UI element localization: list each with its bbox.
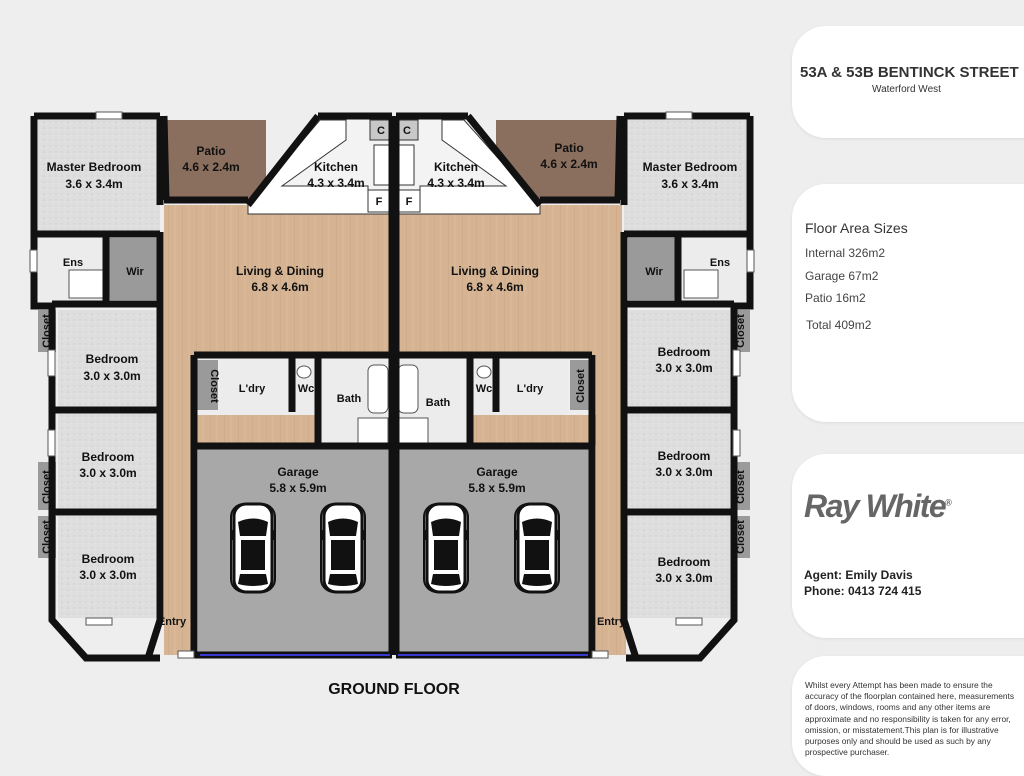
patio-right-name: Patio bbox=[554, 141, 583, 155]
address-title: 53A & 53B BENTINCK STREET bbox=[800, 64, 1019, 81]
wir-right-name: Wir bbox=[645, 266, 663, 278]
ens-left-name: Ens bbox=[63, 257, 83, 269]
bedroom-3-right-floor bbox=[628, 516, 730, 618]
bedroom-2-right-size: 3.0 x 3.0m bbox=[655, 465, 712, 479]
bath-left-name: Bath bbox=[337, 393, 362, 405]
ens-right-name: Ens bbox=[710, 257, 730, 269]
closet-label: Closet bbox=[41, 470, 53, 504]
entry-left-name: Entry bbox=[158, 616, 187, 628]
closet-label: Closet bbox=[41, 314, 53, 348]
bedroom-1-right-size: 3.0 x 3.0m bbox=[655, 361, 712, 375]
fridge-mark-right: F bbox=[406, 196, 413, 208]
bedroom-3-right-size: 3.0 x 3.0m bbox=[655, 571, 712, 585]
bedroom-3-right-name: Bedroom bbox=[658, 555, 711, 569]
patio-left-size: 4.6 x 2.4m bbox=[182, 160, 239, 174]
bedroom-1-right-name: Bedroom bbox=[658, 345, 711, 359]
floor-plan: Master Bedroom 3.6 x 3.4m Patio 4.6 x 2.… bbox=[29, 111, 755, 662]
garage-left-size: 5.8 x 5.9m bbox=[269, 481, 326, 495]
wc-right-name: Wc bbox=[476, 383, 493, 395]
laundry-right-name: L'dry bbox=[517, 383, 544, 395]
registered-mark: ® bbox=[945, 497, 952, 508]
living-left-floor bbox=[164, 205, 392, 355]
patio-left-name: Patio bbox=[196, 144, 225, 158]
bedroom-1-left-name: Bedroom bbox=[86, 352, 139, 366]
agency-card: Ray White® Agent: Emily Davis Phone: 041… bbox=[792, 454, 1024, 638]
garage-right-size: 5.8 x 5.9m bbox=[468, 481, 525, 495]
living-left-size: 6.8 x 4.6m bbox=[251, 280, 308, 294]
bedroom-3-left-name: Bedroom bbox=[82, 552, 135, 566]
laundry-left-floor bbox=[220, 360, 292, 415]
suburb: Waterford West bbox=[872, 84, 941, 95]
agent-details: Agent: Emily Davis Phone: 0413 724 415 bbox=[804, 567, 921, 599]
bedroom-2-right-floor bbox=[628, 414, 730, 510]
bedroom-3-left-size: 3.0 x 3.0m bbox=[79, 568, 136, 582]
kitchen-right-name: Kitchen bbox=[434, 160, 478, 174]
kitchen-left-name: Kitchen bbox=[314, 160, 358, 174]
fridge-mark-left: F bbox=[376, 196, 383, 208]
car-icon bbox=[422, 502, 470, 594]
garage-area: Garage 67m2 bbox=[805, 269, 879, 283]
bedroom-1-right-floor bbox=[628, 310, 730, 408]
floor-area-heading: Floor Area Sizes bbox=[805, 220, 908, 236]
cupboard-mark-left: C bbox=[377, 125, 385, 137]
car-icon bbox=[229, 502, 277, 594]
laundry-left-name: L'dry bbox=[239, 383, 266, 395]
patio-left-floor bbox=[166, 120, 266, 200]
car-icon bbox=[513, 502, 561, 594]
bedroom-1-left-floor bbox=[58, 310, 160, 408]
bedroom-2-left-size: 3.0 x 3.0m bbox=[79, 466, 136, 480]
bedroom-1-left-size: 3.0 x 3.0m bbox=[83, 369, 140, 383]
internal-area: Internal 326m2 bbox=[805, 246, 886, 260]
closet-label: Closet bbox=[41, 520, 53, 554]
kitchen-right-size: 4.3 x 3.4m bbox=[427, 176, 484, 190]
master-bedroom-right-name: Master Bedroom bbox=[643, 160, 738, 174]
bedroom-3-left-floor bbox=[58, 516, 160, 618]
bedroom-2-left-name: Bedroom bbox=[82, 450, 135, 464]
closet-label: Closet bbox=[208, 369, 220, 403]
patio-right-size: 4.6 x 2.4m bbox=[540, 157, 597, 171]
master-bedroom-right-size: 3.6 x 3.4m bbox=[661, 177, 718, 191]
closet-label: Closet bbox=[735, 470, 747, 504]
wir-left-name: Wir bbox=[126, 266, 144, 278]
closet-label: Closet bbox=[575, 369, 587, 403]
disclaimer-card: Whilst every Attempt has been made to en… bbox=[792, 656, 1024, 776]
ray-white-logo: Ray White® bbox=[804, 488, 952, 525]
agent-phone: Phone: 0413 724 415 bbox=[804, 584, 922, 598]
cupboard-mark-right: C bbox=[403, 125, 411, 137]
bath-right-name: Bath bbox=[426, 397, 451, 409]
master-bedroom-left-name: Master Bedroom bbox=[47, 160, 142, 174]
garage-right-name: Garage bbox=[476, 465, 518, 479]
bedroom-2-right-name: Bedroom bbox=[658, 449, 711, 463]
wir-right-floor bbox=[628, 238, 678, 300]
wc-left-name: Wc bbox=[298, 383, 315, 395]
garage-left-name: Garage bbox=[277, 465, 319, 479]
car-icon bbox=[319, 502, 367, 594]
laundry-right-floor bbox=[500, 360, 568, 415]
entry-right-name: Entry bbox=[597, 616, 626, 628]
master-bedroom-left-size: 3.6 x 3.4m bbox=[65, 177, 122, 191]
floor-area-card: Floor Area Sizes Internal 326m2 Garage 6… bbox=[792, 184, 1024, 422]
living-right-size: 6.8 x 4.6m bbox=[466, 280, 523, 294]
master-bedroom-right-floor bbox=[624, 120, 746, 232]
total-area: Total 409m2 bbox=[806, 318, 872, 332]
closet-label: Closet bbox=[735, 520, 747, 554]
brand-name: Ray White bbox=[804, 488, 947, 524]
wir-left-floor bbox=[108, 238, 160, 300]
disclaimer-text: Whilst every Attempt has been made to en… bbox=[805, 680, 1015, 758]
living-right-floor bbox=[396, 205, 622, 355]
living-left-name: Living & Dining bbox=[236, 264, 324, 278]
patio-area: Patio 16m2 bbox=[805, 291, 866, 305]
floor-label: GROUND FLOOR bbox=[328, 681, 460, 698]
agent-name: Agent: Emily Davis bbox=[804, 568, 913, 582]
bedroom-2-left-floor bbox=[58, 414, 160, 510]
closet-label: Closet bbox=[735, 314, 747, 348]
living-right-name: Living & Dining bbox=[451, 264, 539, 278]
address-card: 53A & 53B BENTINCK STREET Waterford West bbox=[792, 26, 1024, 138]
kitchen-left-size: 4.3 x 3.4m bbox=[307, 176, 364, 190]
master-bedroom-left-floor bbox=[38, 120, 160, 232]
hall-left-floor bbox=[164, 355, 194, 655]
